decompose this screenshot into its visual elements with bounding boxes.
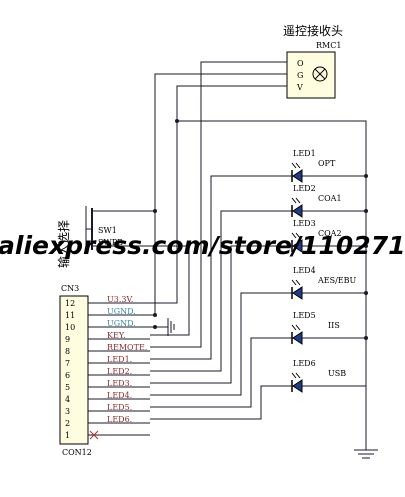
led-ref: LED6 bbox=[293, 359, 316, 368]
connector-pin-number: 5 bbox=[65, 383, 70, 392]
wire-led6 bbox=[150, 385, 292, 420]
wire-led4 bbox=[150, 292, 292, 396]
wire-led5 bbox=[150, 337, 292, 408]
led-diode-icon bbox=[292, 239, 303, 253]
connector-pin-number: 7 bbox=[65, 359, 70, 368]
led-diode-icon bbox=[292, 169, 303, 183]
junctions bbox=[153, 119, 368, 340]
input-select-switch: 输入选择 SW1 SWPB bbox=[56, 206, 123, 268]
wire-led2 bbox=[150, 210, 292, 372]
no-connect-icon bbox=[89, 430, 99, 440]
input-select-label: 输入选择 bbox=[56, 220, 71, 268]
wire-led3 bbox=[150, 245, 292, 384]
receiver-ref: RMC1 bbox=[316, 41, 341, 50]
connector-pin-number: 2 bbox=[65, 419, 70, 428]
switch-part: SWPB bbox=[98, 238, 123, 247]
led-diode-icon bbox=[292, 204, 303, 218]
led-emission-arrow bbox=[291, 197, 297, 204]
wire-switch-key bbox=[98, 245, 190, 336]
connector-pin-number: 6 bbox=[65, 371, 70, 380]
connector-pin-number: 12 bbox=[65, 299, 75, 308]
led-ref: LED2 bbox=[293, 184, 316, 193]
receiver-pin-v: V bbox=[296, 83, 303, 92]
connector-part: CON12 bbox=[62, 448, 92, 457]
led-emission-arrow bbox=[291, 372, 297, 379]
led-ref: LED3 bbox=[293, 219, 316, 228]
connector-pin-number: 1 bbox=[65, 431, 70, 440]
connector-pin-net: LED3. bbox=[107, 379, 132, 388]
led-ref: LED1 bbox=[293, 149, 316, 158]
led-indicators: LED1OPTLED2COA1LED3COA2LED4AES/EBULED5II… bbox=[291, 149, 357, 393]
connector-pin-net: LED5. bbox=[107, 403, 132, 412]
led-emission-arrow bbox=[291, 232, 297, 239]
remote-receiver: 遥控接收头 RMC1 O G V bbox=[283, 23, 343, 99]
led-emission-arrow bbox=[295, 162, 301, 169]
led-emission-arrow bbox=[291, 279, 297, 286]
connector-body bbox=[59, 295, 89, 445]
wire-vcc-rail bbox=[177, 120, 367, 440]
receiver-pin-o: O bbox=[297, 59, 304, 68]
led-emission-arrow bbox=[295, 279, 301, 286]
led-label: COA1 bbox=[318, 194, 342, 203]
led-emission-arrow bbox=[295, 372, 301, 379]
connector-pin-net: LED2. bbox=[107, 367, 132, 376]
led-emission-arrow bbox=[295, 232, 301, 239]
led-diode-icon bbox=[292, 286, 303, 300]
led-ref: LED4 bbox=[293, 266, 316, 275]
led-emission-arrow bbox=[291, 324, 297, 331]
receiver-title: 遥控接收头 bbox=[283, 23, 343, 38]
connector-pin-number: 3 bbox=[65, 407, 70, 416]
wire-remote bbox=[150, 61, 287, 348]
receiver-pin-g: G bbox=[297, 71, 303, 80]
chassis-ground-icon bbox=[167, 318, 175, 336]
connector-pin-net: KEY. bbox=[107, 331, 126, 340]
receiver-sensor-icon bbox=[312, 66, 328, 82]
connector-pin-number: 8 bbox=[65, 347, 70, 356]
led-label: AES/EBU bbox=[317, 276, 357, 285]
led-diode-icon bbox=[292, 331, 303, 345]
connector-pin-net: REMOTE. bbox=[107, 343, 147, 352]
receiver-body bbox=[286, 51, 336, 99]
led-emission-arrow bbox=[295, 197, 301, 204]
wire-receiver-gnd bbox=[150, 73, 287, 316]
led-label: OPT bbox=[318, 159, 336, 168]
receiver-sensor-cross-b bbox=[314, 68, 326, 80]
wires bbox=[98, 61, 367, 450]
watermark-text: aliexpress.com/store/110271 bbox=[0, 231, 405, 260]
led-ref: LED5 bbox=[293, 311, 316, 320]
connector-pin-net: LED4. bbox=[107, 391, 132, 400]
led-diode-icon bbox=[292, 379, 303, 393]
wire-led1 bbox=[150, 175, 292, 360]
led-emission-arrow bbox=[295, 324, 301, 331]
connector-pin-net: U3.3V. bbox=[107, 295, 133, 304]
led-label: IIS bbox=[328, 321, 340, 330]
ground-icon bbox=[354, 449, 378, 459]
connector-pin-number: 9 bbox=[65, 335, 70, 344]
connector-pin-number: 4 bbox=[65, 395, 70, 404]
led-label: USB bbox=[328, 369, 346, 378]
switch-ref: SW1 bbox=[98, 226, 117, 235]
led-emission-arrow bbox=[291, 162, 297, 169]
connector-ref: CN3 bbox=[61, 284, 79, 293]
connector-pin-net: LED1. bbox=[107, 355, 132, 364]
led-label: COA2 bbox=[318, 229, 342, 238]
connector-pin-number: 11 bbox=[65, 311, 75, 320]
connector-pin-net: UGND. bbox=[107, 319, 136, 328]
connector-pin-net: LED6. bbox=[107, 415, 132, 424]
wire-receiver-vcc bbox=[150, 85, 287, 304]
connector-pin-number: 10 bbox=[65, 323, 75, 332]
connector-pin-net: UGND. bbox=[107, 307, 136, 316]
